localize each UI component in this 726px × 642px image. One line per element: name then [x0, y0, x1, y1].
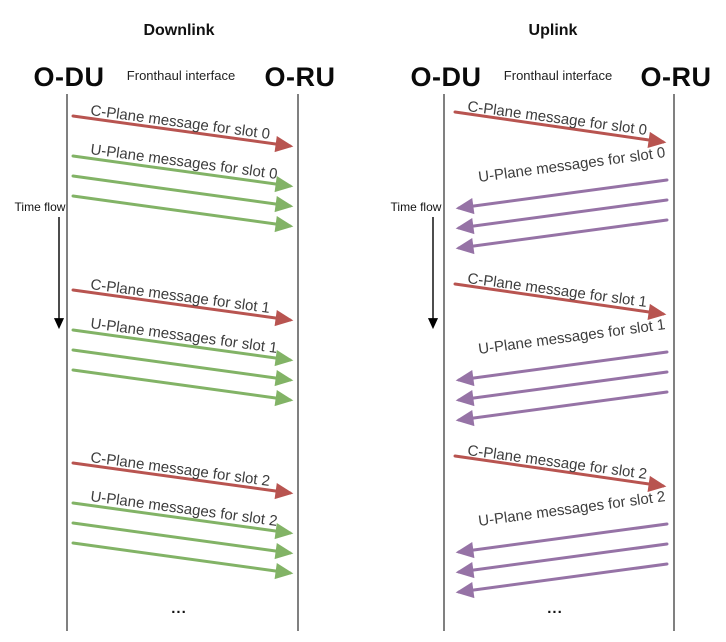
- uplane-arrow: [71, 174, 294, 213]
- uplane-label: U-Plane messages for slot 0: [477, 144, 666, 186]
- actor-odu: O-DU: [34, 62, 105, 92]
- uplane-arrow: [71, 541, 294, 580]
- cplane-label: C-Plane message for slot 0: [466, 98, 648, 139]
- uplane-arrow: [455, 198, 669, 235]
- uplane-arrow: [71, 368, 294, 407]
- cplane-label: C-Plane message for slot 2: [466, 442, 648, 483]
- uplane-label: U-Plane messages for slot 2: [477, 488, 666, 530]
- uplane-arrow: [455, 562, 669, 599]
- actor-oru: O-RU: [641, 62, 712, 92]
- uplane-arrow: [455, 178, 669, 215]
- fronthaul-interface-label: Fronthaul interface: [127, 68, 235, 83]
- cplane-arrow: [453, 110, 667, 149]
- cplane-label: C-Plane message for slot 1: [89, 276, 271, 317]
- uplane-arrow: [71, 501, 294, 540]
- fronthaul-interface-label: Fronthaul interface: [504, 68, 612, 83]
- uplane-label: U-Plane messages for slot 1: [477, 316, 666, 358]
- cplane-arrow: [453, 282, 667, 321]
- diagram-title: Downlink: [143, 22, 214, 39]
- uplane-arrow: [71, 328, 294, 367]
- uplane-arrow: [455, 390, 669, 427]
- cplane-label: C-Plane message for slot 2: [89, 449, 271, 490]
- actor-oru: O-RU: [265, 62, 336, 92]
- uplane-arrow: [71, 521, 294, 560]
- cplane-arrow: [71, 114, 294, 153]
- time-flow-label: Time flow: [391, 200, 442, 214]
- uplane-arrow: [455, 218, 669, 255]
- cplane-label: C-Plane message for slot 0: [89, 102, 271, 143]
- diagram-title: Uplink: [529, 22, 578, 39]
- uplane-arrow: [455, 522, 669, 559]
- actor-odu: O-DU: [411, 62, 482, 92]
- uplane-arrow: [455, 542, 669, 579]
- cplane-arrow: [453, 454, 667, 493]
- uplane-arrow: [71, 154, 294, 193]
- cplane-label: C-Plane message for slot 1: [466, 270, 648, 311]
- uplane-arrow: [71, 194, 294, 233]
- uplane-arrow: [455, 370, 669, 407]
- uplane-arrow: [455, 350, 669, 387]
- ellipsis: ...: [171, 600, 187, 617]
- time-flow-label: Time flow: [15, 200, 66, 214]
- cplane-arrow: [71, 288, 294, 327]
- cplane-arrow: [71, 461, 294, 500]
- uplane-arrow: [71, 348, 294, 387]
- ellipsis: ...: [547, 600, 563, 617]
